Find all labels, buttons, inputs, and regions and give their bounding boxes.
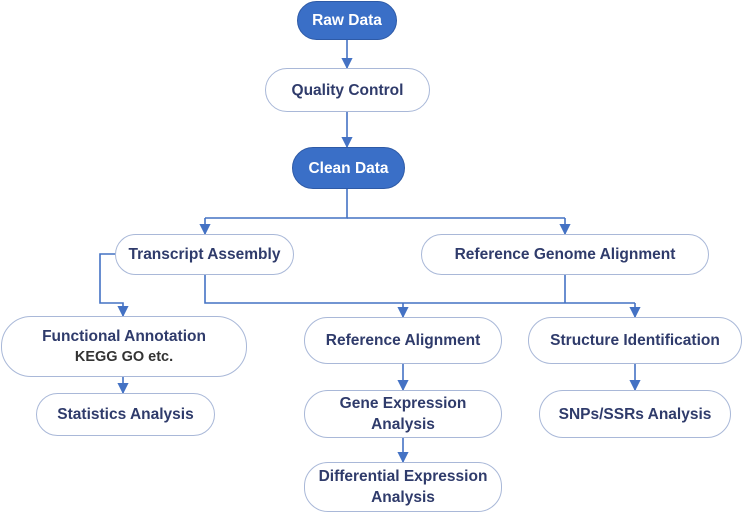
node-functional-annotation-label: Functional Annotation <box>42 327 206 345</box>
line-assembly-down <box>204 275 635 304</box>
node-quality-control-label: Quality Control <box>291 81 404 99</box>
node-functional-annotation-sublabel: KEGG GO etc. <box>74 348 174 365</box>
node-gene-expression-analysis: Gene Expression Analysis <box>304 390 502 438</box>
arrow-assembly-to-annotation <box>99 253 129 318</box>
node-structure-identification: Structure Identification <box>528 317 742 364</box>
node-raw-data: Raw Data <box>297 1 397 40</box>
node-differential-expression-analysis: Differential Expression Analysis <box>304 462 502 512</box>
node-gene-expression-label-line1: Gene Expression <box>339 395 467 412</box>
node-differential-expression-label-line2: Analysis <box>371 489 435 506</box>
node-snps-ssrs-analysis-label: SNPs/SSRs Analysis <box>558 405 712 423</box>
line-clean-split <box>205 189 348 219</box>
node-transcript-assembly-label: Transcript Assembly <box>128 246 281 263</box>
node-clean-data-label: Clean Data <box>308 159 389 177</box>
node-clean-data: Clean Data <box>292 147 405 189</box>
node-reference-alignment: Reference Alignment <box>304 317 502 364</box>
node-transcript-assembly: Transcript Assembly <box>115 234 294 275</box>
node-reference-alignment-label: Reference Alignment <box>325 332 481 349</box>
node-structure-identification-label: Structure Identification <box>550 332 720 349</box>
node-statistics-analysis-label: Statistics Analysis <box>57 406 194 423</box>
node-quality-control: Quality Control <box>265 68 430 112</box>
node-reference-genome-alignment: Reference Genome Alignment <box>421 234 709 275</box>
node-reference-genome-alignment-label: Reference Genome Alignment <box>454 246 676 263</box>
node-snps-ssrs-analysis: SNPs/SSRs Analysis <box>539 390 731 438</box>
node-raw-data-label: Raw Data <box>312 12 382 29</box>
node-gene-expression-label-line2: Analysis <box>371 416 435 433</box>
node-functional-annotation: Functional Annotation KEGG GO etc. <box>1 316 247 377</box>
node-statistics-analysis: Statistics Analysis <box>36 393 215 436</box>
node-differential-expression-label-line1: Differential Expression <box>318 468 488 485</box>
